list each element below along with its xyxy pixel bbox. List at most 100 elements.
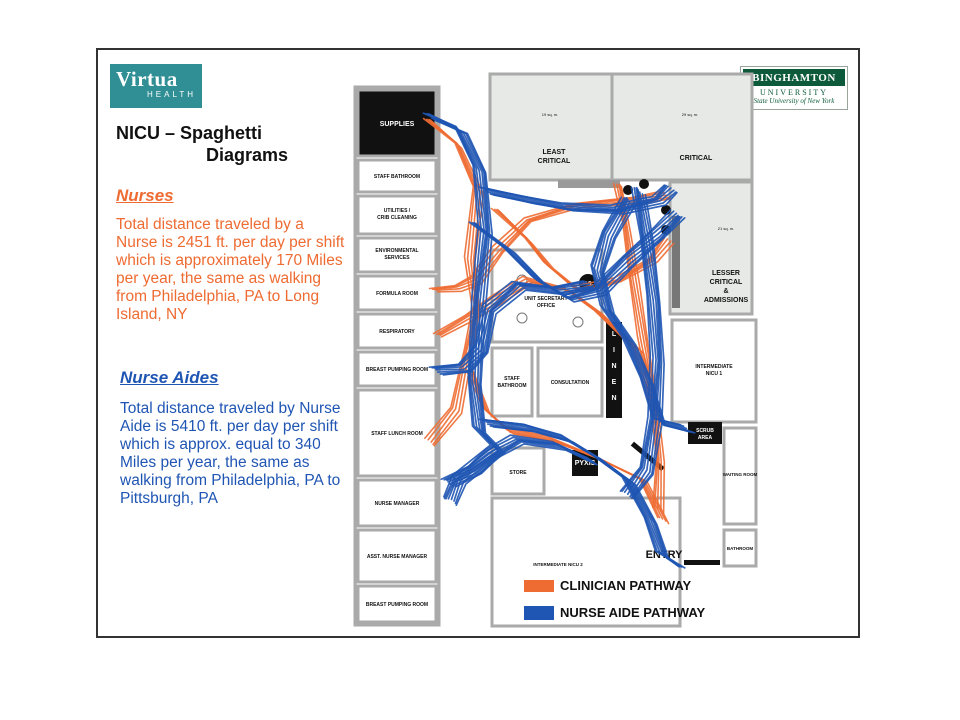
nurse-manager-room (356, 478, 438, 528)
waiting-label: WAITING ROOM (723, 472, 758, 477)
pyxis-label: PYXIS (575, 460, 596, 467)
nurse-aide-legend-label: NURSE AIDE PATHWAY (560, 605, 706, 620)
least-area-label: 19 sq. m. (542, 112, 558, 117)
nurse-aide-legend-swatch (524, 606, 554, 620)
nurse-aide-path-line-62 (601, 203, 693, 433)
breast-pumping-2-label: BREAST PUMPING ROOM (366, 602, 428, 608)
virtua-health-logo: Virtua HEALTH (110, 64, 202, 108)
nurse-aide-path-line-22 (479, 216, 683, 301)
lesser-label-2: CRITICAL (710, 279, 743, 286)
utilities-room (356, 194, 438, 236)
breast-pumping-room-1 (356, 350, 438, 388)
pathway-legend: CLINICIAN PATHWAY NURSE AIDE PATHWAY (524, 578, 706, 620)
critical-room-labels: 19 sq. m. LEAST CRITICAL 29 sq. m. CRITI… (538, 112, 749, 304)
consultation-room (536, 346, 604, 418)
nurse-aide-path-line-23 (482, 217, 686, 303)
clinician-path-line-27 (618, 183, 660, 510)
clinician-legend-label: CLINICIAN PATHWAY (560, 578, 692, 593)
critical-area-label: 29 sq. m. (682, 112, 698, 117)
nurse-aides-heading: Nurse Aides (120, 368, 219, 387)
staff-bathroom-2 (490, 346, 534, 418)
door-marker-2 (639, 179, 649, 189)
consultation-label: CONSULTATION (551, 380, 590, 386)
scrub-label-1: SCRUB (696, 428, 714, 434)
linen-label-n1: N (611, 363, 616, 370)
nurse-aide-path-line-6 (433, 119, 503, 505)
staff-lunch-label: STAFF LUNCH ROOM (371, 431, 423, 437)
office-desk-3 (572, 316, 584, 328)
slide-title-line1: NICU – Spaghetti (116, 123, 263, 143)
nurse-aide-path-line-35 (626, 187, 660, 496)
binghamton-logo-name: BINGHAMTON (743, 69, 845, 86)
nurse-aide-path-line-32 (619, 186, 652, 492)
staff-bath-2-label-1: STAFF (504, 376, 520, 382)
critical-label: CRITICAL (680, 155, 713, 162)
environmental-label-2: SERVICES (384, 255, 410, 261)
nurse-aide-path-line-21 (476, 215, 681, 300)
nurses-body: Total distance traveled by a Nurse is 24… (116, 216, 345, 323)
asst-nurse-manager-label: ASST. NURSE MANAGER (367, 554, 428, 560)
secretary-label-1: UNIT SECRETARY (524, 296, 568, 302)
lesser-critical-room (668, 180, 754, 316)
nurse-aide-path-line-43 (434, 283, 591, 370)
scrub-label-2: AREA (698, 435, 713, 441)
linen-room (606, 322, 622, 418)
scrub-area (688, 422, 722, 444)
nurse-aide-path-line-55 (454, 443, 598, 488)
secretary-label-2: OFFICE (537, 303, 556, 309)
left-room-labels: SUPPLIES STAFF BATHROOM UTILITIES / CRIB… (366, 121, 428, 608)
nurse-aide-pathways (422, 112, 696, 569)
left-room-column (353, 85, 441, 627)
supplies-room (356, 88, 438, 158)
intermediate-1-label-2: NICU 1 (706, 371, 723, 377)
center-room-labels: UNIT SECRETARY OFFICE U.S. STAFF BATHROO… (497, 281, 757, 567)
nurse-aide-path-line-34 (623, 186, 657, 494)
least-critical-label-1: LEAST (543, 149, 567, 156)
clinician-path-line-28 (619, 184, 662, 512)
lesser-label-4: ADMISSIONS (704, 297, 749, 304)
floor-plan: SUPPLIES STAFF BATHROOM UTILITIES / CRIB… (353, 72, 758, 628)
entry-threshold (684, 560, 720, 565)
least-critical-label-2: CRITICAL (538, 158, 571, 165)
virtua-logo-name: Virtua (116, 67, 178, 91)
nurse-aide-path-line-58 (593, 196, 688, 430)
least-critical-room (488, 72, 614, 182)
nurse-aide-path-line-39 (632, 194, 665, 500)
bathroom-label: BATHROOM (727, 546, 753, 551)
environmental-services-room (356, 236, 438, 274)
nurses-heading: Nurses (116, 186, 174, 205)
environmental-label-1: ENVIRONMENTAL (375, 248, 418, 254)
least-critical-wall (558, 180, 620, 188)
nurse-aide-path-line-63 (602, 204, 696, 434)
nurse-aide-path-line-47 (442, 287, 597, 376)
formula-label: FORMULA ROOM (376, 291, 418, 297)
office-desk-2 (516, 312, 528, 324)
staff-bathroom-label: STAFF BATHROOM (374, 174, 420, 180)
intermediate-2-label: INTERMEDIATE NICU 2 (533, 562, 583, 567)
utilities-label-2: CRIB CLEANING (377, 215, 417, 221)
store-label: STORE (509, 470, 527, 476)
critical-room (610, 72, 754, 182)
slide-title-line2: Diagrams (206, 145, 289, 165)
linen-label-i: I (613, 347, 615, 354)
intermediate-1-label-1: INTERMEDIATE (695, 364, 733, 370)
formula-room (356, 274, 438, 312)
clinician-legend-swatch (524, 580, 554, 592)
breast-pumping-room-2 (356, 584, 438, 624)
binghamton-university-logo: BINGHAMTON UNIVERSITY State University o… (740, 66, 848, 110)
bathroom-room (722, 528, 758, 568)
linen-label-l: L (612, 331, 617, 338)
nurse-aide-path-line-57 (591, 196, 685, 428)
door-marker-1 (623, 185, 633, 195)
utilities-label-1: UTILITIES / (384, 208, 411, 214)
asst-nurse-manager-room (356, 528, 438, 584)
nurse-aide-path-line-38 (631, 193, 663, 500)
staff-bathroom-room (356, 158, 438, 194)
binghamton-logo-sub: UNIVERSITY (760, 88, 828, 97)
virtua-logo-sub: HEALTH (147, 90, 196, 99)
clinician-path-line-29 (620, 186, 666, 515)
nurse-aide-path-line-56 (590, 196, 682, 426)
nurse-manager-label: NURSE MANAGER (375, 501, 420, 507)
nurse-aide-path-line-15 (492, 191, 678, 215)
lesser-area-label: 21 sq. m. (718, 226, 734, 231)
